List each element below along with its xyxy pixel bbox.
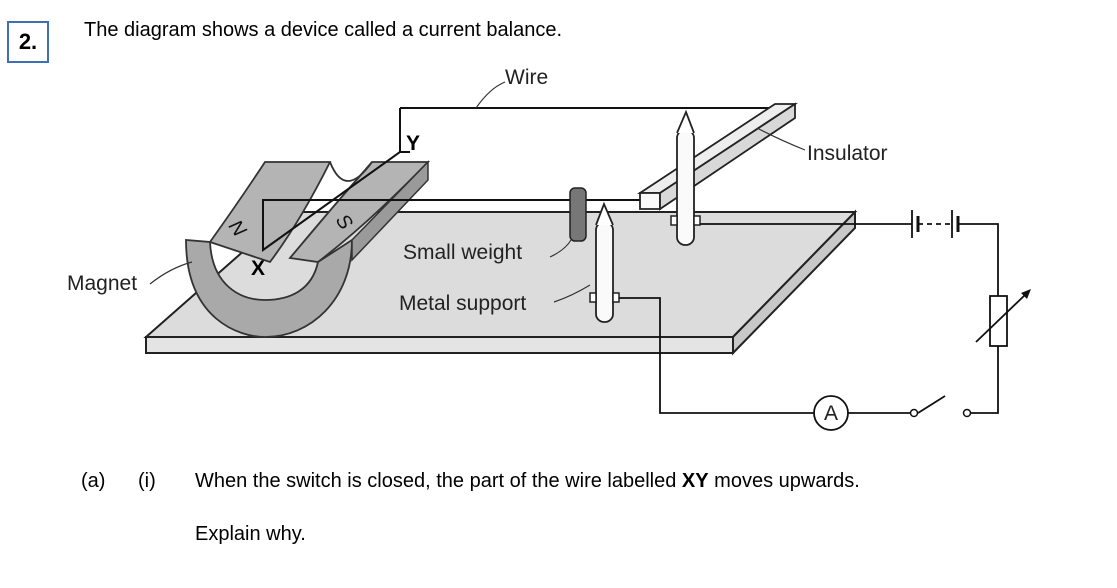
- ammeter: [813, 395, 849, 431]
- insulator-label: Insulator: [807, 142, 888, 165]
- question-intro: The diagram shows a device called a curr…: [84, 19, 563, 41]
- question-number: 2.: [7, 21, 49, 63]
- resistor-arrow-icon: [1021, 289, 1031, 299]
- magnet: [185, 160, 431, 338]
- metal-support-label: Metal support: [399, 292, 526, 315]
- small-weight: [569, 187, 587, 242]
- part-a-i-label: (i): [138, 470, 156, 492]
- y-label: Y: [406, 132, 420, 155]
- x-label: X: [251, 257, 265, 280]
- part-a-i-instruction: Explain why.: [195, 523, 306, 545]
- question-text-start: When the switch is closed, the part of t…: [195, 470, 682, 492]
- question-text-xy: XY: [681, 470, 709, 492]
- small-weight-label: Small weight: [403, 241, 522, 264]
- part-a-i-question: When the switch is closed, the part of t…: [195, 470, 860, 493]
- leader-lines: [149, 81, 806, 303]
- magnet-label: Magnet: [67, 272, 137, 295]
- wire-label: Wire: [505, 66, 548, 89]
- switch-contact-right: [962, 408, 972, 418]
- part-a-label: (a): [81, 470, 106, 492]
- question-text-end: moves upwards.: [708, 470, 860, 492]
- switch-contact-left: [909, 408, 919, 418]
- external-circuit: [619, 210, 1027, 414]
- insulator-bar: [636, 102, 799, 211]
- ammeter-label: A: [824, 402, 838, 425]
- back-metal-support: [670, 109, 701, 246]
- front-metal-support: [589, 201, 620, 323]
